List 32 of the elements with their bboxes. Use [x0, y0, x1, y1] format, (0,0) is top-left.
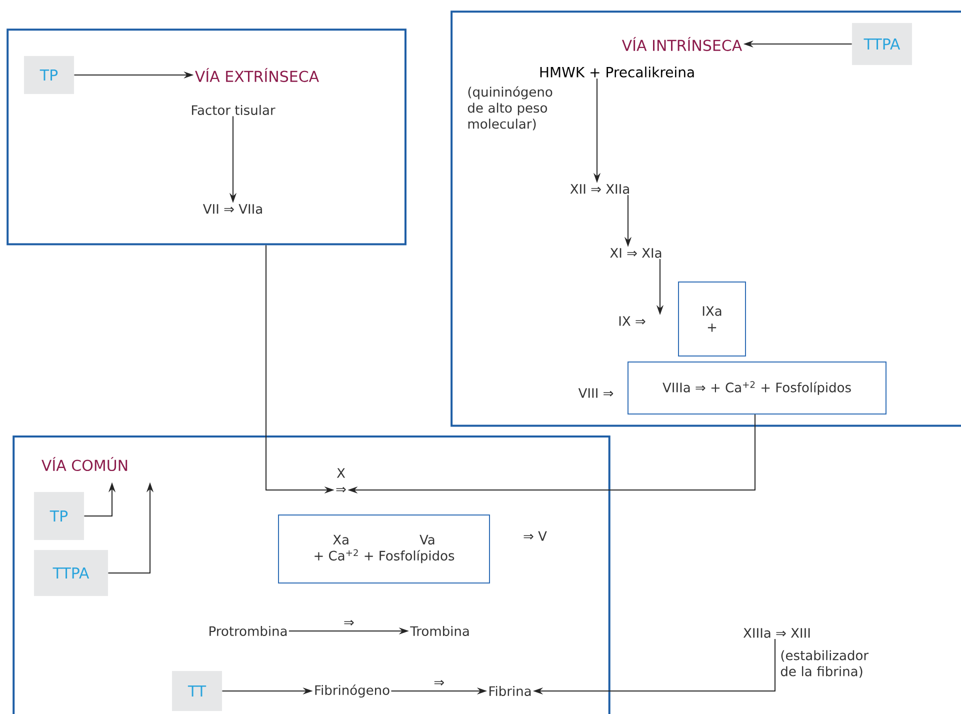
note-text: (quininógeno de alto peso molecular) [468, 86, 552, 130]
factor-label: X ⇒ [336, 468, 346, 492]
complex-box: VIIIa ⇒ + Ca$^{+2}$ + Fosfolípidos [628, 362, 886, 414]
test-label: TTPA [34, 550, 108, 596]
factor-label: ⇒ V [524, 531, 547, 541]
pathway-heading: VÍA COMÚN [42, 456, 128, 472]
factor-label: Protrombina [210, 626, 287, 636]
pathway-panel [6, 28, 406, 246]
pathway-heading: VÍA INTRÍNSECA [622, 36, 742, 52]
factor-label: XII ⇒ XIIa [570, 184, 629, 194]
test-label: TP [24, 56, 74, 94]
factor-label: XIIIa ⇒ XIII [743, 628, 810, 638]
edge-label: ⇒ [432, 678, 446, 688]
test-label: TP [34, 492, 84, 540]
factor-label: VIII ⇒ [578, 388, 614, 398]
complex-box: IXa + [678, 282, 746, 356]
pathway-heading: VÍA EXTRÍNSECA [195, 68, 319, 82]
factor-label: VII ⇒ VIIa [202, 204, 262, 214]
complex-box: Xa Va + Ca$^{+2}$ + Fosfolípidos [278, 514, 490, 584]
factor-label: Fibrina [490, 686, 531, 696]
factor-label: HMWK + Precalikreina [540, 66, 694, 78]
note-text: (estabilizador de la fibrina) [780, 650, 869, 678]
factor-label: Trombina [410, 626, 469, 636]
factor-label: Factor tisular [192, 104, 276, 116]
pathway-panel [12, 436, 610, 714]
pathway-panel [450, 10, 961, 427]
factor-label: IX ⇒ [619, 316, 646, 326]
edge-label: ⇒ [342, 618, 356, 628]
factor-label: XI ⇒ XIa [610, 248, 662, 258]
test-label: TT [172, 671, 222, 711]
test-label: TTPA [852, 23, 912, 65]
factor-label: Fibrinógeno [315, 684, 390, 698]
